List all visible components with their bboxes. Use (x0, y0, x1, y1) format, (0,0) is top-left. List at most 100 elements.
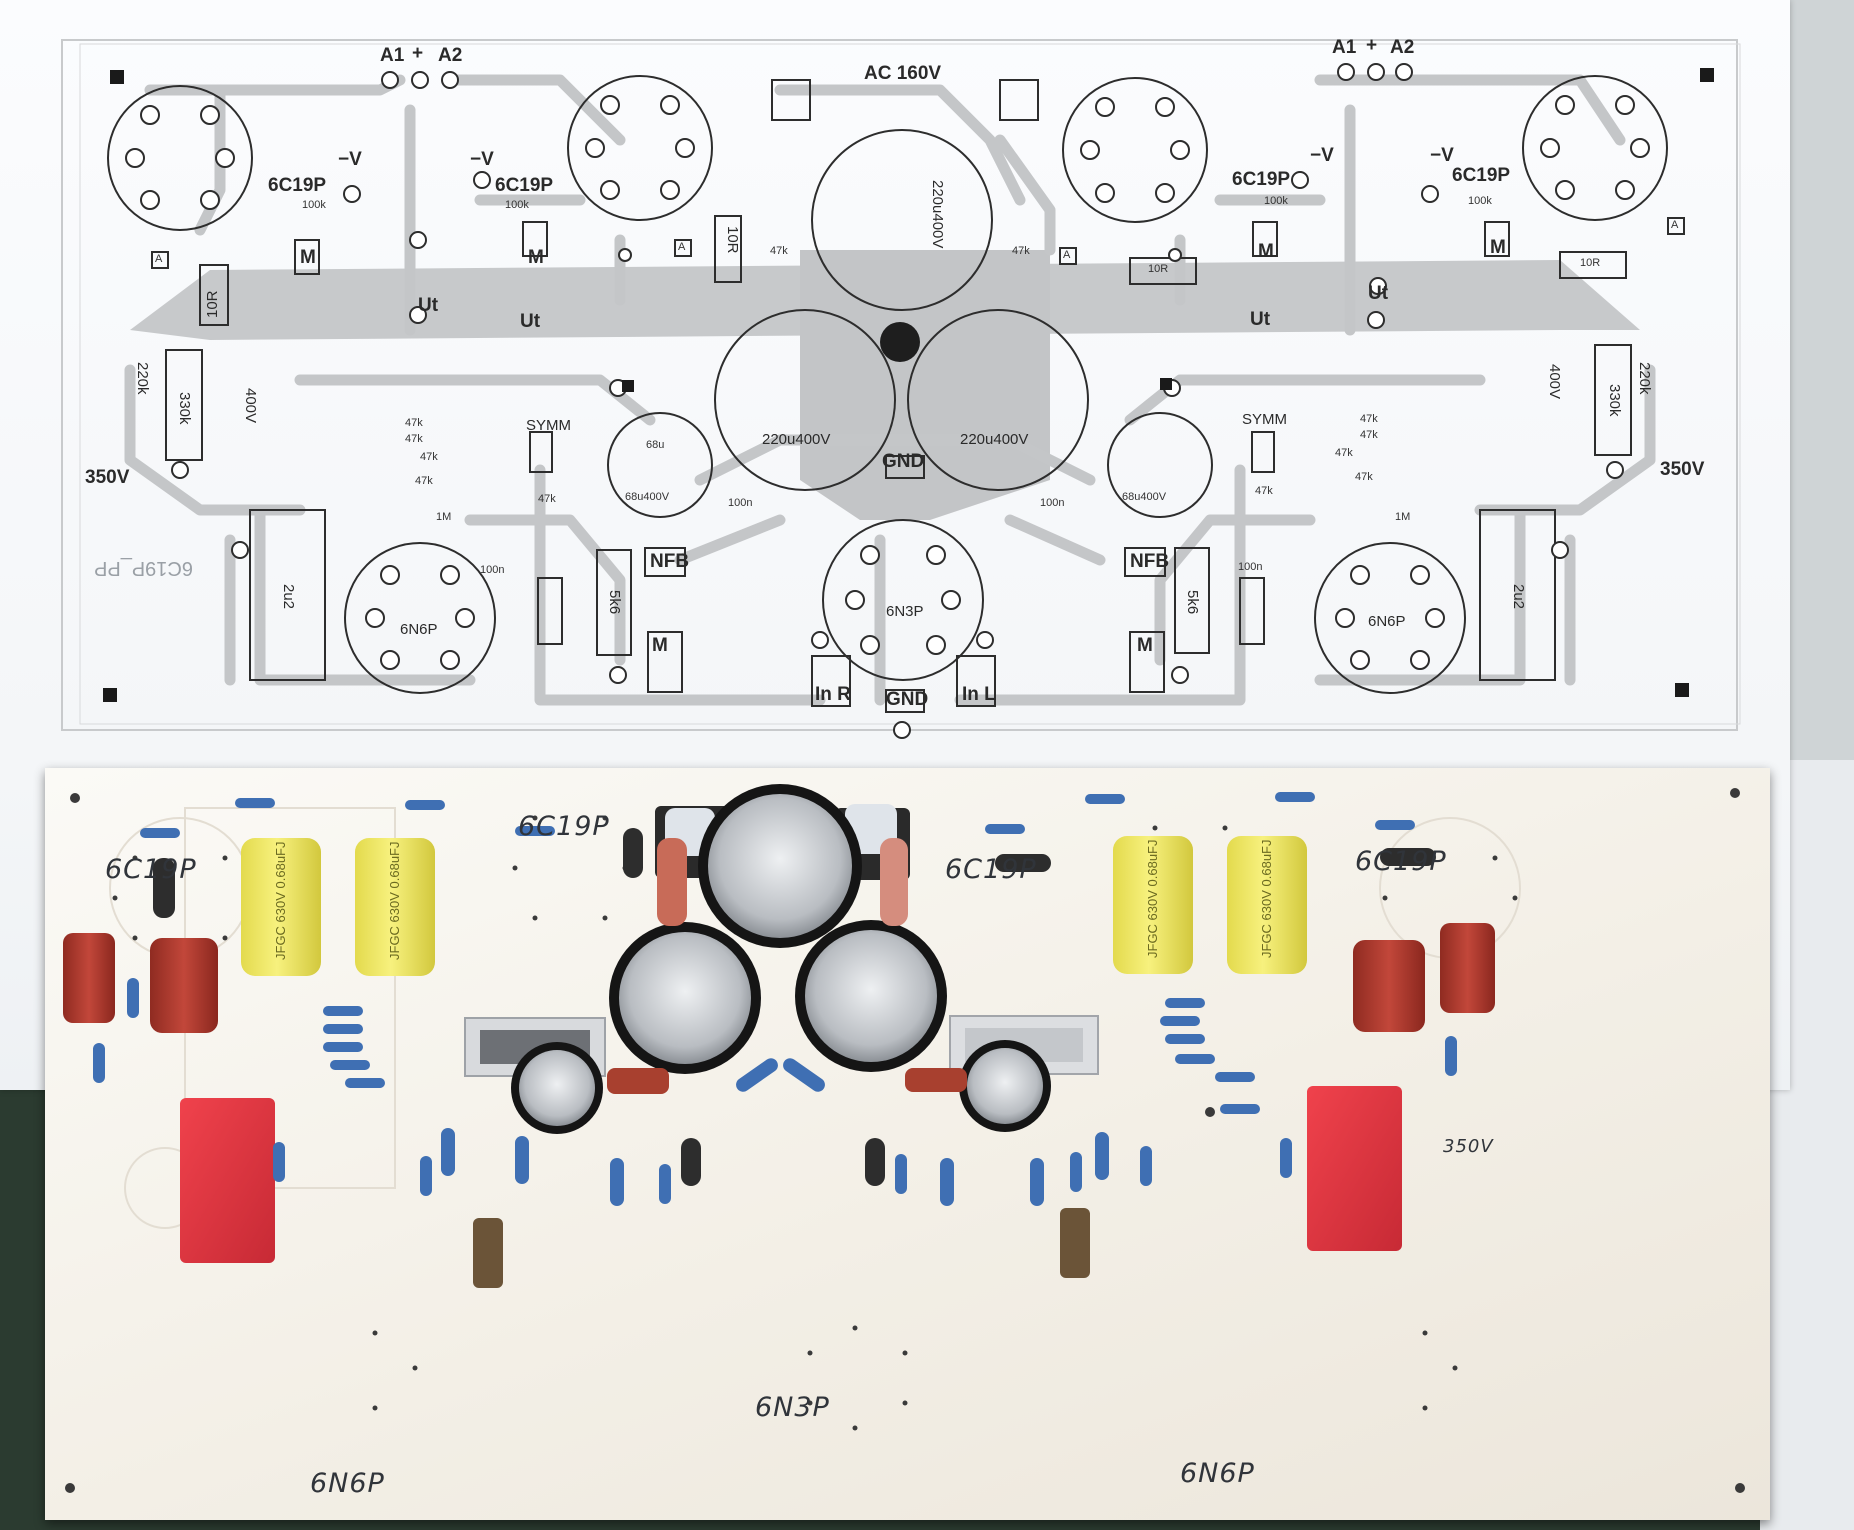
box-capacitors (180, 1086, 1402, 1263)
tube-label-6c19p-4: 6C19P (1452, 165, 1511, 186)
assembled-board-drawing (63, 784, 1745, 1493)
resistor-47k-l2: 47k (405, 433, 423, 445)
resistor-100k-3: 100k (1264, 195, 1288, 207)
tube-label-6n3p: 6N3P (886, 603, 924, 620)
connector-ac-160v: AC 160V (864, 63, 942, 84)
cap-100n-3: 100n (480, 564, 505, 576)
connector-plus-left: + (412, 43, 424, 64)
resistor-47k-top-1: 47k (770, 245, 788, 257)
cap-2u2-1: 2u2 (280, 584, 297, 610)
heater-ut-3: Ut (1250, 309, 1271, 330)
resistor-100k-4: 100k (1468, 195, 1492, 207)
resistor-330k-1: 330k (176, 392, 193, 425)
socket-pins (125, 95, 1650, 670)
cap-100n-4: 100n (1238, 561, 1263, 573)
trim-symm-right: SYMM (1242, 411, 1287, 428)
tube-label-6c19p-1: 6C19P (268, 175, 327, 196)
resistor-10r-2: 10R (724, 226, 741, 254)
connector-a1-left: A1 (380, 45, 405, 66)
feedback-nfb-right: NFB (1130, 551, 1170, 572)
connector-a2-left: A2 (438, 45, 463, 66)
handwritten-350v: 350V (1443, 1136, 1494, 1157)
handwritten-6n3p: 6N3P (755, 1392, 830, 1423)
main-cap-label: 220u400V (929, 180, 946, 249)
diodes-and-small-caps (153, 828, 1436, 1288)
marker-m-2: M (528, 247, 544, 268)
resistor-330k-2: 330k (1606, 384, 1623, 417)
heater-ut-2: Ut (520, 311, 541, 332)
cap-2u2-2: 2u2 (1510, 584, 1527, 610)
handwritten-6c19p-2: 6C19P (105, 854, 197, 885)
input-left-label: In L (962, 684, 996, 705)
resistor-47k-r2: 47k (1360, 429, 1378, 441)
mounting-hole-center (880, 322, 920, 362)
feedback-nfb-left: NFB (650, 551, 690, 572)
trim-symm-left: SYMM (526, 417, 571, 434)
marker-m-5: M (652, 635, 668, 656)
gnd-bottom-label: GND (886, 689, 929, 710)
neg-v-label-4: −V (1430, 145, 1454, 166)
input-right-label: In R (815, 684, 851, 705)
handwritten-6n6p-left: 6N6P (310, 1468, 385, 1499)
resistor-5k6-1: 5k6 (606, 590, 623, 615)
resistor-10r-1: 10R (204, 290, 221, 318)
resistor-5k6-2: 5k6 (1184, 590, 1201, 615)
marker-a-4: A (1671, 219, 1679, 231)
marker-m-3: M (1258, 241, 1274, 262)
handwritten-6c19p-3: 6C19P (945, 854, 1037, 885)
resistor-47k-r5: 47k (1255, 485, 1273, 497)
assembled-amplifier-board: 6C19P 6C19P 6C19P 6C19P 6N6P 6N3P 6N6P 3… (45, 768, 1770, 1520)
marker-a-1: A (155, 253, 163, 265)
mirrored-board-name: 6C19P_PP (94, 557, 193, 579)
pcb-layout-drawing (79, 43, 1741, 739)
handwritten-6n6p-right: 6N6P (1180, 1458, 1255, 1489)
resistor-100k-2: 100k (505, 199, 529, 211)
film-capacitors-yellow (241, 836, 1307, 976)
neg-v-label-2: −V (470, 149, 494, 170)
cap-left-label: 220u400V (762, 431, 831, 448)
voltage-400v-1: 400V (242, 388, 259, 424)
resistor-47k-l5: 47k (538, 493, 556, 505)
gnd-center-label: GND (882, 451, 925, 472)
resistor-47k-l1: 47k (405, 417, 423, 429)
heater-ut-1: Ut (418, 295, 439, 316)
film-capacitors-red (63, 923, 1495, 1094)
tube-label-6c19p-2: 6C19P (495, 175, 554, 196)
cap-right-label: 220u400V (960, 431, 1029, 448)
voltage-400v-2: 400V (1546, 364, 1563, 400)
connector-a2-right: A2 (1390, 37, 1415, 58)
yellow-cap-print-4: JFGC 630V 0.68uFJ (1259, 839, 1274, 959)
marker-a-3: A (1063, 249, 1071, 261)
resistor-47k-l4: 47k (415, 475, 433, 487)
connector-a1-right: A1 (1332, 37, 1357, 58)
yellow-cap-print-1: JFGC 630V 0.68uFJ (273, 841, 288, 961)
connector-plus-right: + (1366, 35, 1378, 56)
cap-100n-2: 100n (1040, 497, 1065, 509)
component-boxes (151, 79, 1685, 713)
resistor-47k-r3: 47k (1335, 447, 1353, 459)
resistor-47k-top-2: 47k (1012, 245, 1030, 257)
resistor-220k-2: 220k (1636, 362, 1653, 395)
resistor-47k-r1: 47k (1360, 413, 1378, 425)
center-plane (800, 250, 1050, 520)
power-resistors (657, 838, 908, 926)
marker-m-1: M (300, 247, 316, 268)
resistor-220k-1: 220k (134, 362, 151, 395)
yellow-cap-print-2: JFGC 630V 0.68uFJ (387, 841, 402, 961)
cap-68u-left: 68u400V (625, 491, 670, 503)
marker-m-4: M (1490, 237, 1506, 258)
yellow-cap-print-3: JFGC 630V 0.68uFJ (1145, 839, 1160, 959)
cap-100n-1: 100n (728, 497, 753, 509)
resistor-10r-4: 10R (1580, 257, 1601, 269)
resistor-10r-3: 10R (1148, 263, 1169, 275)
neg-v-label-1: −V (338, 149, 362, 170)
resistor-47k-r4: 47k (1355, 471, 1373, 483)
capacitor-outlines (607, 129, 1213, 518)
tube-label-6n6p-right: 6N6P (1368, 613, 1406, 630)
cap-68u-top: 68u (646, 439, 665, 451)
signal-resistors (93, 792, 1457, 1206)
layout-corner-holes (103, 68, 1714, 702)
electrolytic-capacitors (511, 784, 1051, 1134)
layout-inner-outline (79, 43, 1741, 725)
marker-a-2: A (678, 241, 686, 253)
